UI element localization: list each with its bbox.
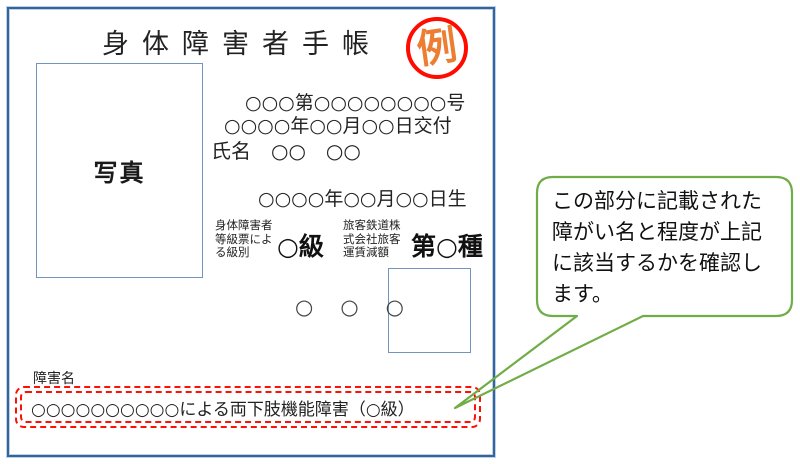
issue-date: ○○○○年○○月○○日交付: [224, 115, 452, 137]
certificate-number: ○○○第○○○○○○○○号: [245, 92, 466, 114]
birth-date: ○○○○年○○月○○日生: [258, 188, 467, 210]
callout-text-line: 障がい名と程度が上記: [552, 220, 762, 244]
card-title: 身体障害者手帳: [102, 29, 382, 60]
circles-row: ○○○: [295, 295, 431, 319]
callout-text-line: この部分に記載された: [552, 189, 762, 213]
holder-name: 氏名 ○○ ○○: [211, 139, 361, 163]
disability-name-text: ○○○○○○○○○○による両下肢機能障害（○級）: [31, 399, 415, 420]
fare-discount-type: 第○種: [411, 232, 483, 261]
photo-box: 写真: [36, 63, 203, 278]
callout-text-line: ます。: [552, 282, 613, 306]
callout-text: この部分に記載された 障がい名と程度が上記 に該当するかを確認し ます。: [552, 186, 784, 310]
callout-text-line: に該当するかを確認し: [552, 251, 762, 275]
grade-classification-label: 身体障害者 等級票によ る級別: [215, 218, 273, 259]
photo-label: 写真: [93, 159, 146, 187]
disability-name-highlight-box: ○○○○○○○○○○による両下肢機能障害（○級）: [15, 386, 481, 428]
fare-discount-label: 旅客鉄道株 式会社旅客 運賃減額: [343, 218, 401, 259]
disability-name-label: 障害名: [33, 371, 75, 387]
disability-name-highlight-inner: ○○○○○○○○○○による両下肢機能障害（○級）: [20, 391, 476, 423]
example-stamp: 例: [406, 17, 468, 79]
grade-value: ○級: [277, 232, 324, 261]
example-stamp-label: 例: [413, 22, 461, 74]
